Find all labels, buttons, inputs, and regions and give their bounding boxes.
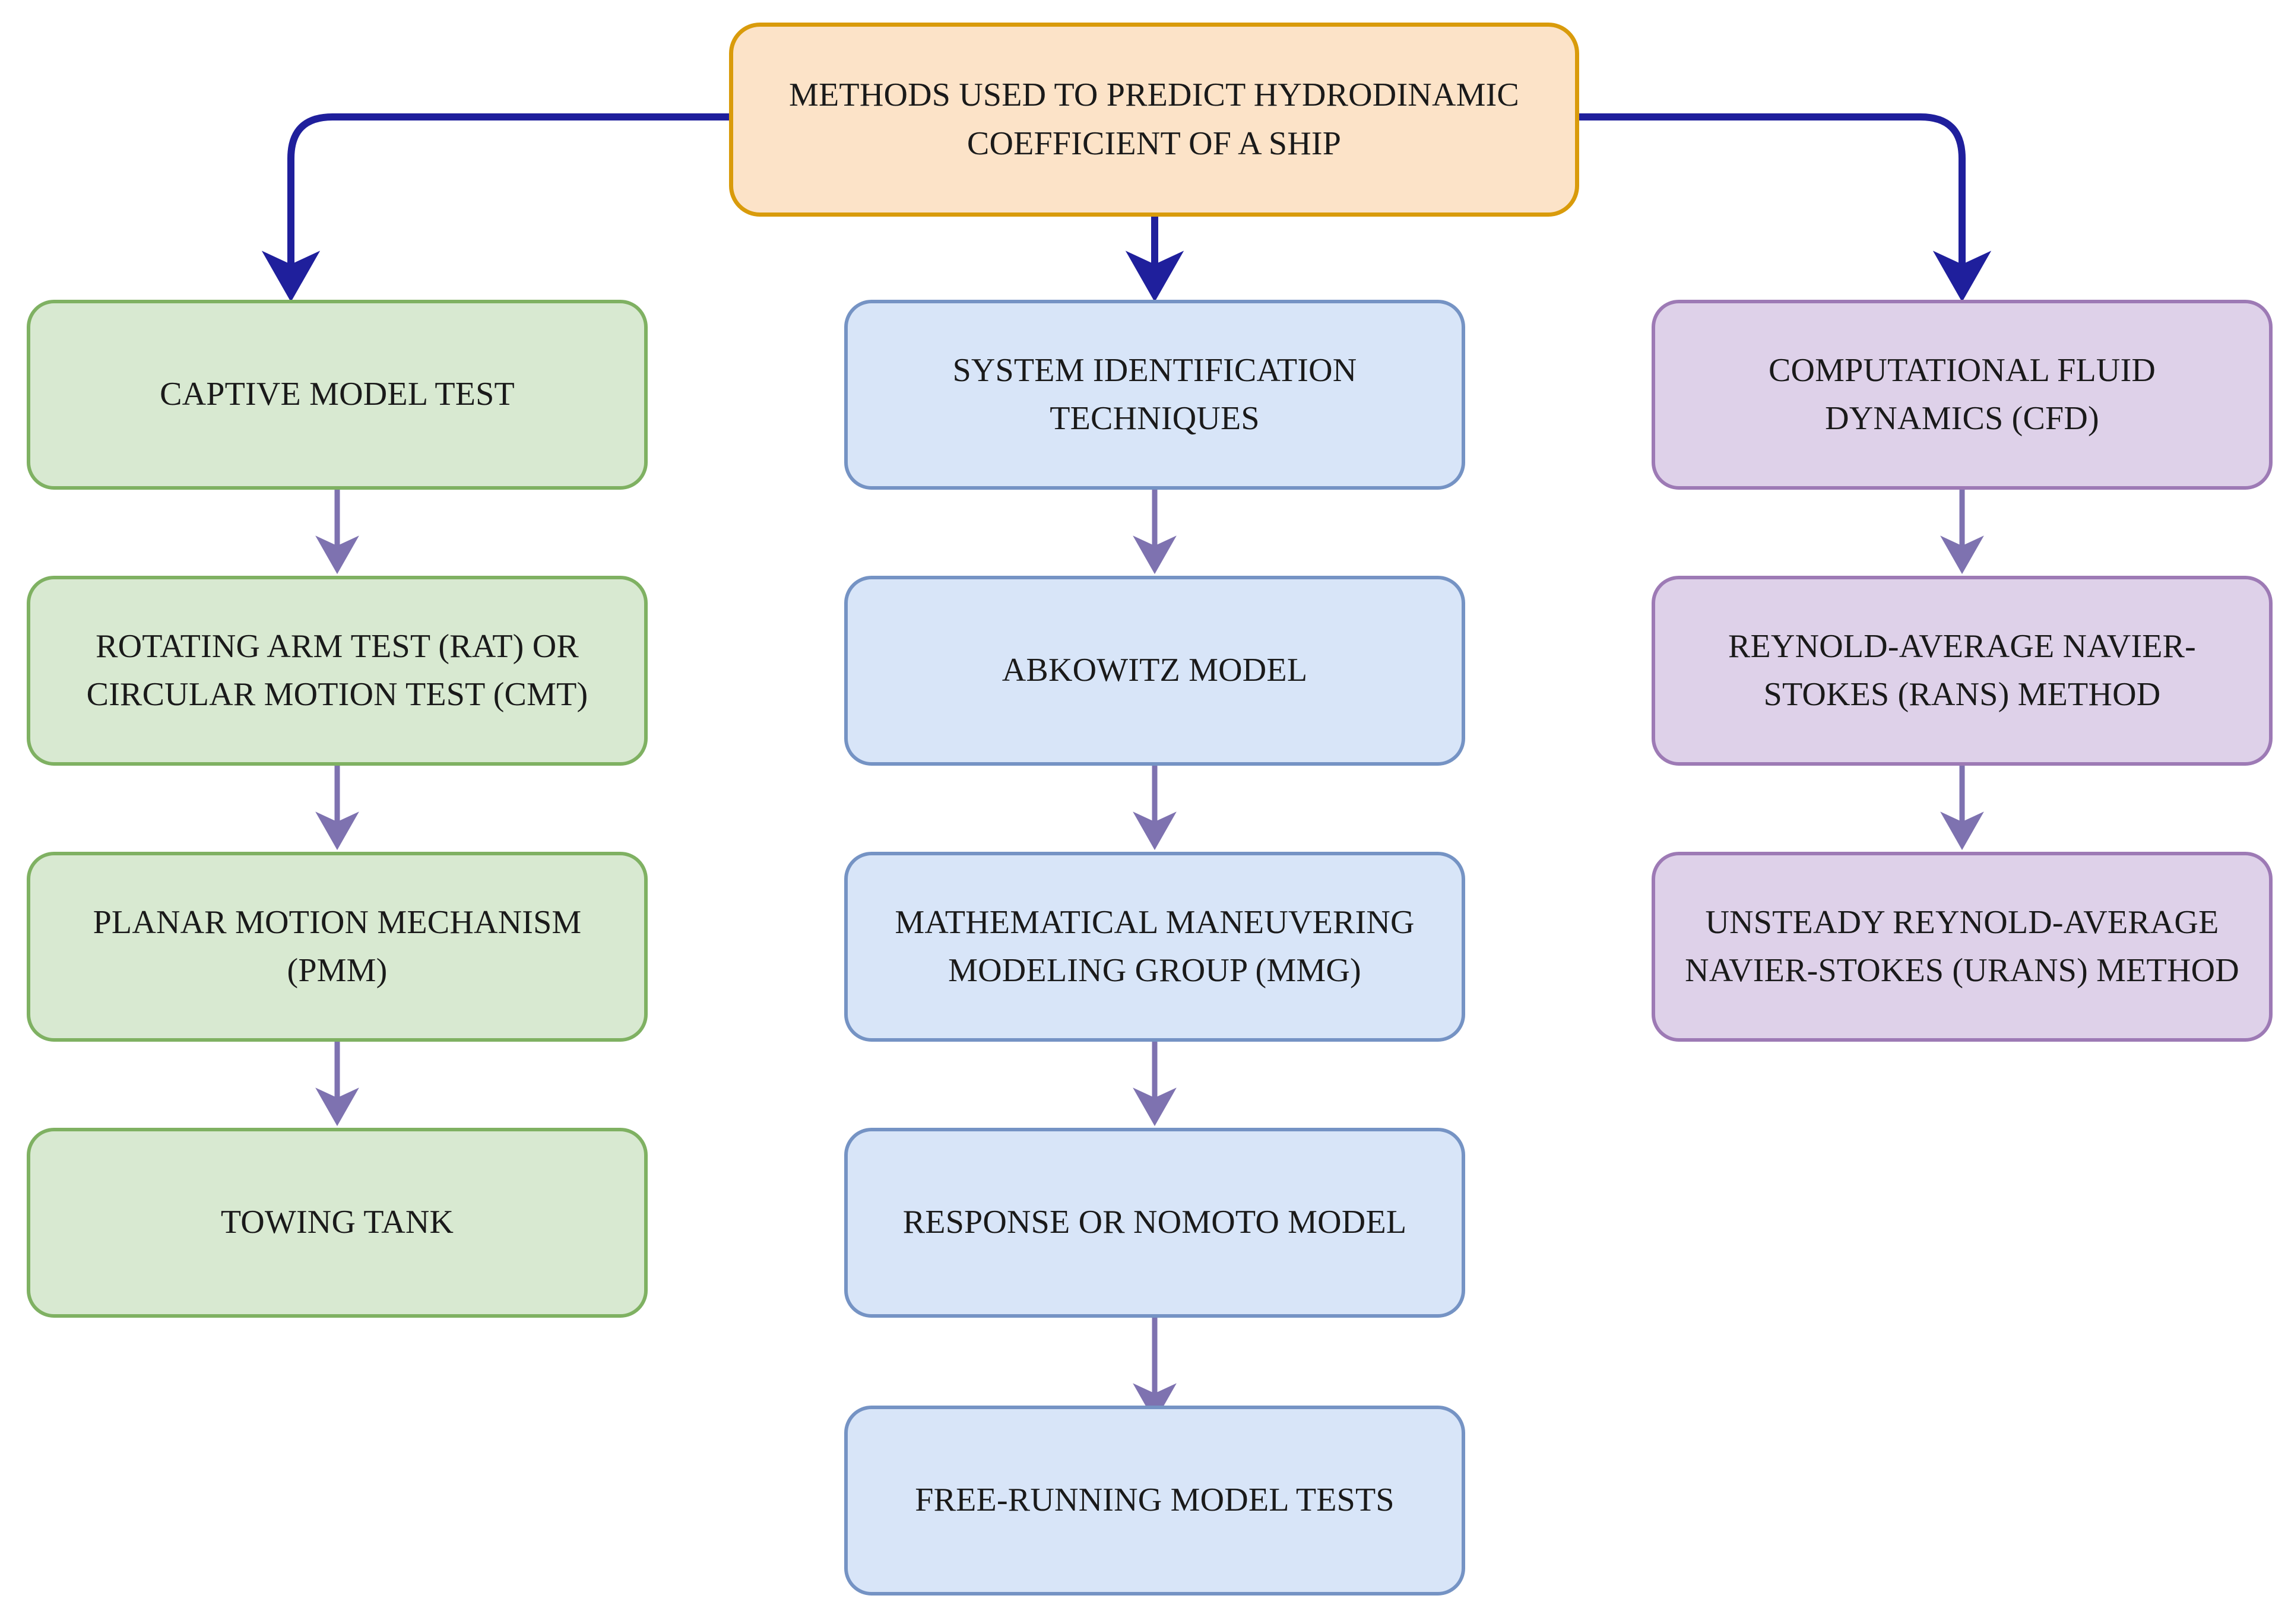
node-response-or-nomoto-model[interactable]: RESPONSE OR NOMOTO MODEL [844,1128,1465,1318]
node-response-or-nomoto-model-label: RESPONSE OR NOMOTO MODEL [902,1204,1407,1241]
node-captive-model-test-label: CAPTIVE MODEL TEST [160,376,515,413]
node-system-identification-techniques[interactable]: SYSTEM IDENTIFICATION TECHNIQUES [844,300,1465,490]
edge-root-to-computational-fluid-dynamics [1579,113,1992,302]
node-abkowitz-model[interactable]: ABKOWITZ MODEL [844,576,1465,766]
node-free-running-model-tests-label: FREE-RUNNING MODEL TESTS [915,1482,1395,1519]
node-planar-motion-mechanism-label: PLANAR MOTION MECHANISM (PMM) [93,903,582,989]
edge-root-to-captive-model-test [261,113,729,302]
node-towing-tank[interactable]: TOWING TANK [27,1128,648,1318]
node-free-running-model-tests[interactable]: FREE-RUNNING MODEL TESTS [844,1406,1465,1596]
node-planar-motion-mechanism[interactable]: PLANAR MOTION MECHANISM (PMM) [27,852,648,1042]
node-mathematical-maneuvering-modeling-group[interactable]: MATHEMATICAL MANEUVERING MODELING GROUP … [844,852,1465,1042]
node-root[interactable]: METHODS USED TO PREDICT HYDRODINAMIC COE… [729,23,1579,217]
node-root-label: METHODS USED TO PREDICT HYDRODINAMIC COE… [789,77,1519,162]
node-computational-fluid-dynamics-label: COMPUTATIONAL FLUID DYNAMICS (CFD) [1768,351,2156,437]
node-reynold-average-navier-stokes-label: REYNOLD-AVERAGE NAVIER-STOKES (RANS) MET… [1728,627,2197,713]
node-computational-fluid-dynamics[interactable]: COMPUTATIONAL FLUID DYNAMICS (CFD) [1652,300,2273,490]
node-system-identification-techniques-label: SYSTEM IDENTIFICATION TECHNIQUES [952,351,1357,437]
node-abkowitz-model-label: ABKOWITZ MODEL [1002,652,1308,689]
node-reynold-average-navier-stokes[interactable]: REYNOLD-AVERAGE NAVIER-STOKES (RANS) MET… [1652,576,2273,766]
node-captive-model-test[interactable]: CAPTIVE MODEL TEST [27,300,648,490]
node-mathematical-maneuvering-modeling-group-label: MATHEMATICAL MANEUVERING MODELING GROUP … [895,903,1415,989]
node-towing-tank-label: TOWING TANK [220,1204,454,1241]
node-unsteady-reynold-average-navier-stokes[interactable]: UNSTEADY REYNOLD-AVERAGE NAVIER-STOKES (… [1652,852,2273,1042]
node-rotating-arm-test-label: ROTATING ARM TEST (RAT) OR CIRCULAR MOTI… [86,627,588,713]
node-unsteady-reynold-average-navier-stokes-label: UNSTEADY REYNOLD-AVERAGE NAVIER-STOKES (… [1685,903,2239,989]
node-rotating-arm-test[interactable]: ROTATING ARM TEST (RAT) OR CIRCULAR MOTI… [27,576,648,766]
